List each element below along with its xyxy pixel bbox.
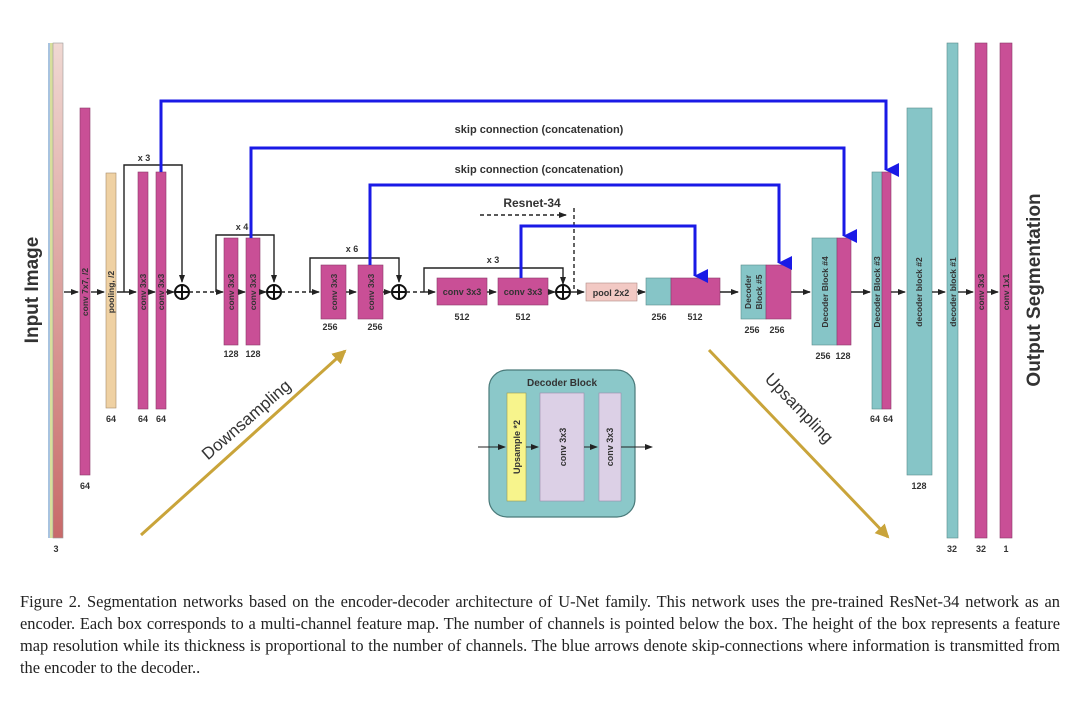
- channel-label: 3: [53, 544, 58, 554]
- add-icon: [555, 284, 571, 300]
- final-conv1x1-block: conv 1x1 1: [999, 42, 1013, 554]
- channel-label: 512: [454, 312, 469, 322]
- add-icon: [266, 284, 282, 300]
- conv-label: conv 3x3: [605, 428, 615, 467]
- block-label: conv 3x3: [138, 274, 148, 311]
- decoder-block-inset: Decoder Block Upsample *2 conv 3x3 conv …: [478, 369, 653, 518]
- decoder-block-3: Decoder Block #3 64 64: [870, 171, 893, 424]
- block-label: conv 3x3: [156, 274, 166, 311]
- channel-label: 32: [947, 544, 957, 554]
- block-label: conv 3x3: [443, 287, 482, 297]
- channel-label: 256: [322, 322, 337, 332]
- channel-label: 64: [138, 414, 148, 424]
- block-label: decoder block #1: [948, 257, 958, 327]
- decoder-block-5: Decoder Block #5 256 256: [740, 264, 792, 335]
- bottleneck-block: 256 512: [645, 277, 721, 322]
- repeat-label: x 3: [138, 153, 151, 163]
- channel-label: 32: [976, 544, 986, 554]
- block-label: Block #5: [754, 274, 764, 309]
- channel-label: 64: [106, 414, 116, 424]
- skip-connection-2: [249, 146, 857, 243]
- block-label: Decoder: [743, 274, 753, 309]
- repeat-label: x 3: [487, 255, 500, 265]
- block-label: conv 3x3: [366, 274, 376, 311]
- channel-label: 256: [744, 325, 759, 335]
- skip-connection-1: [159, 99, 899, 177]
- downsampling-arrow: Downsampling: [139, 349, 347, 537]
- channel-label: 64: [883, 414, 893, 424]
- block-label: conv 7x7, /2: [80, 268, 90, 316]
- repeat-label: x 4: [236, 222, 249, 232]
- encoder-stage-1: x 3 conv 3x3 conv 3x3 64 64: [117, 153, 190, 424]
- block-label: conv 3x3: [248, 274, 258, 311]
- channel-label: 64: [80, 481, 90, 491]
- block-label: Decoder Block #4: [820, 256, 830, 328]
- channel-label: 64: [870, 414, 880, 424]
- add-icon: [174, 284, 190, 300]
- skip-label: skip connection (concatenation): [455, 164, 624, 176]
- channel-label: 128: [835, 351, 850, 361]
- channel-label: 256: [367, 322, 382, 332]
- channel-label: 1: [1003, 544, 1008, 554]
- channel-label: 512: [515, 312, 530, 322]
- add-icon: [391, 284, 407, 300]
- channel-label: 64: [156, 414, 166, 424]
- upsampling-arrow: Upsampling: [707, 348, 890, 539]
- block-label: pooling, /2: [106, 270, 116, 313]
- pool2x2-block: pool 2x2: [585, 282, 638, 302]
- block-label: Decoder Block #3: [872, 256, 882, 328]
- channel-label: 256: [815, 351, 830, 361]
- pooling-block: pooling, /2 64: [105, 172, 117, 424]
- channel-label: 256: [769, 325, 784, 335]
- resnet-label: Resnet-34: [503, 196, 561, 210]
- skip-connection-3: [368, 183, 792, 270]
- encoder-stage-4: x 3 conv 3x3 conv 3x3 512 512: [423, 255, 571, 322]
- block-label: conv 3x3: [504, 287, 543, 297]
- channel-label: 256: [651, 312, 666, 322]
- upsampling-label: Upsampling: [761, 369, 837, 447]
- encoder-stage-3: x 6 conv 3x3 conv 3x3 256 256: [309, 244, 407, 332]
- conv-label: conv 3x3: [558, 428, 568, 467]
- final-conv3x3-block: conv 3x3 32: [974, 42, 988, 554]
- skip-connection-4: [519, 224, 708, 283]
- encoder-stage-2: x 4 conv 3x3 conv 3x3 128 128: [215, 222, 282, 359]
- upsample-label: Upsample *2: [512, 420, 522, 474]
- conv7x7-block: conv 7x7, /2 64: [79, 107, 91, 491]
- downsampling-label: Downsampling: [198, 376, 295, 463]
- block-label: conv 3x3: [329, 274, 339, 311]
- skip-label: skip connection (concatenation): [455, 124, 624, 136]
- block-label: decoder block #2: [914, 257, 924, 327]
- decoder-block-2: decoder block #2 128: [906, 107, 933, 491]
- channel-label: 128: [223, 349, 238, 359]
- input-image-label: Input Image: [22, 237, 43, 344]
- resnet34-boundary: Resnet-34: [480, 196, 575, 292]
- repeat-label: x 6: [346, 244, 359, 254]
- decoder-block-1: decoder block #1 32: [946, 42, 959, 554]
- block-label: conv 3x3: [226, 274, 236, 311]
- inset-title: Decoder Block: [527, 378, 597, 389]
- block-label: pool 2x2: [593, 288, 630, 298]
- block-label: conv 1x1: [1001, 274, 1011, 311]
- channel-label: 512: [687, 312, 702, 322]
- decoder-block-4: Decoder Block #4 256 128: [811, 237, 852, 361]
- output-segmentation-label: Output Segmentation: [1024, 193, 1045, 386]
- channel-label: 128: [911, 481, 926, 491]
- block-label: conv 3x3: [976, 274, 986, 311]
- skip-connections: [159, 99, 899, 283]
- figure-caption: Figure 2. Segmentation networks based on…: [20, 592, 1060, 677]
- unet-diagram: Input Image Output Segmentation 3 conv 7…: [22, 42, 1045, 554]
- channel-label: 128: [245, 349, 260, 359]
- input-image-block: 3: [48, 42, 64, 554]
